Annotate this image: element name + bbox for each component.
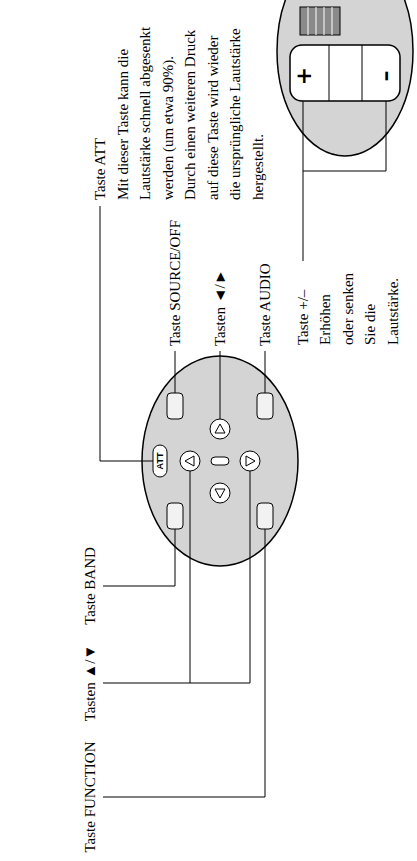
leader-line [190, 471, 191, 683]
source-button [167, 393, 183, 419]
callout-label: Taste SOURCE/OFF [164, 220, 187, 346]
grip-rib [308, 7, 309, 35]
down-triangle [246, 456, 255, 466]
leader-line [220, 351, 221, 419]
volume-control [277, 0, 413, 156]
callout-label: Tasten ◄/► [209, 269, 232, 346]
panel-divider [329, 45, 330, 101]
callout-label: Taste FUNCTION [79, 741, 102, 852]
callout-label: Taste +/– Erhöhen oder senken Sie die La… [292, 269, 405, 345]
up-triangle [185, 456, 194, 466]
panel-divider [362, 45, 363, 101]
band-button [167, 503, 183, 529]
grip [300, 7, 340, 35]
button-text: ATT [156, 453, 165, 470]
leader-line [103, 471, 250, 683]
grip-rib [332, 7, 333, 35]
att-button [153, 445, 167, 477]
callout-label: Taste AUDIO [254, 263, 277, 346]
right-triangle [215, 424, 225, 433]
leader-line [303, 101, 386, 171]
left-button [210, 483, 230, 503]
leader-line [265, 351, 266, 393]
description-text: Mit dieser Taste kann die Lautstärke sch… [112, 20, 270, 200]
grip-rib [324, 7, 325, 35]
callout-label: Taste ATT [89, 138, 112, 200]
leader-line [303, 101, 304, 261]
callout-label: Tasten ▲/▼ [79, 645, 102, 722]
button-symbol: + [293, 67, 315, 85]
up-button [180, 451, 200, 471]
leader-line [103, 529, 265, 797]
grip-rib [316, 7, 317, 35]
audio-button [257, 393, 273, 419]
leader-lines [100, 101, 386, 797]
leader-line [175, 351, 176, 393]
right-button [210, 419, 230, 439]
leader-line [103, 529, 175, 586]
button-symbol: – [375, 71, 397, 82]
down-button [240, 451, 260, 471]
callout-label: Taste BAND [79, 547, 102, 625]
center-pill [211, 457, 229, 465]
left-triangle [215, 489, 225, 498]
leader-line [100, 206, 153, 461]
function-button [257, 503, 273, 529]
volume-panel [290, 45, 400, 101]
volume-body [277, 0, 413, 156]
